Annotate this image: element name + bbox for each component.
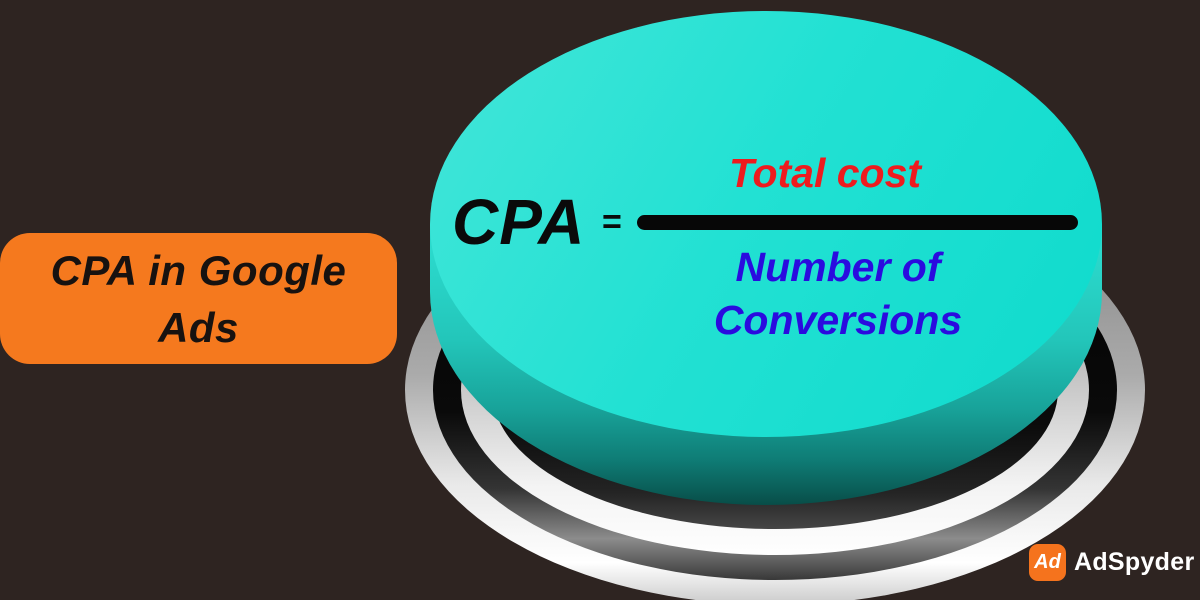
formula-denominator-line-2: Conversions [713,297,963,343]
formula-equals-sign: = [602,203,622,241]
title-card: CPA in Google Ads [0,233,397,364]
adspyder-wordmark: AdSpyder [1074,548,1195,576]
adspyder-logo-icon: Ad [1029,544,1066,581]
brand-lockup: Ad AdSpyder [1029,544,1194,581]
title-line-2: Ads [158,303,239,351]
fraction-bar [637,215,1078,230]
formula-numerator: Total cost [728,150,922,196]
formula-denominator-line-1: Number of [735,244,941,290]
formula-denominator: Number of Conversions [618,241,1058,347]
formula-lhs-cpa: CPA [452,186,586,258]
title-line-1: CPA in Google [50,246,347,294]
